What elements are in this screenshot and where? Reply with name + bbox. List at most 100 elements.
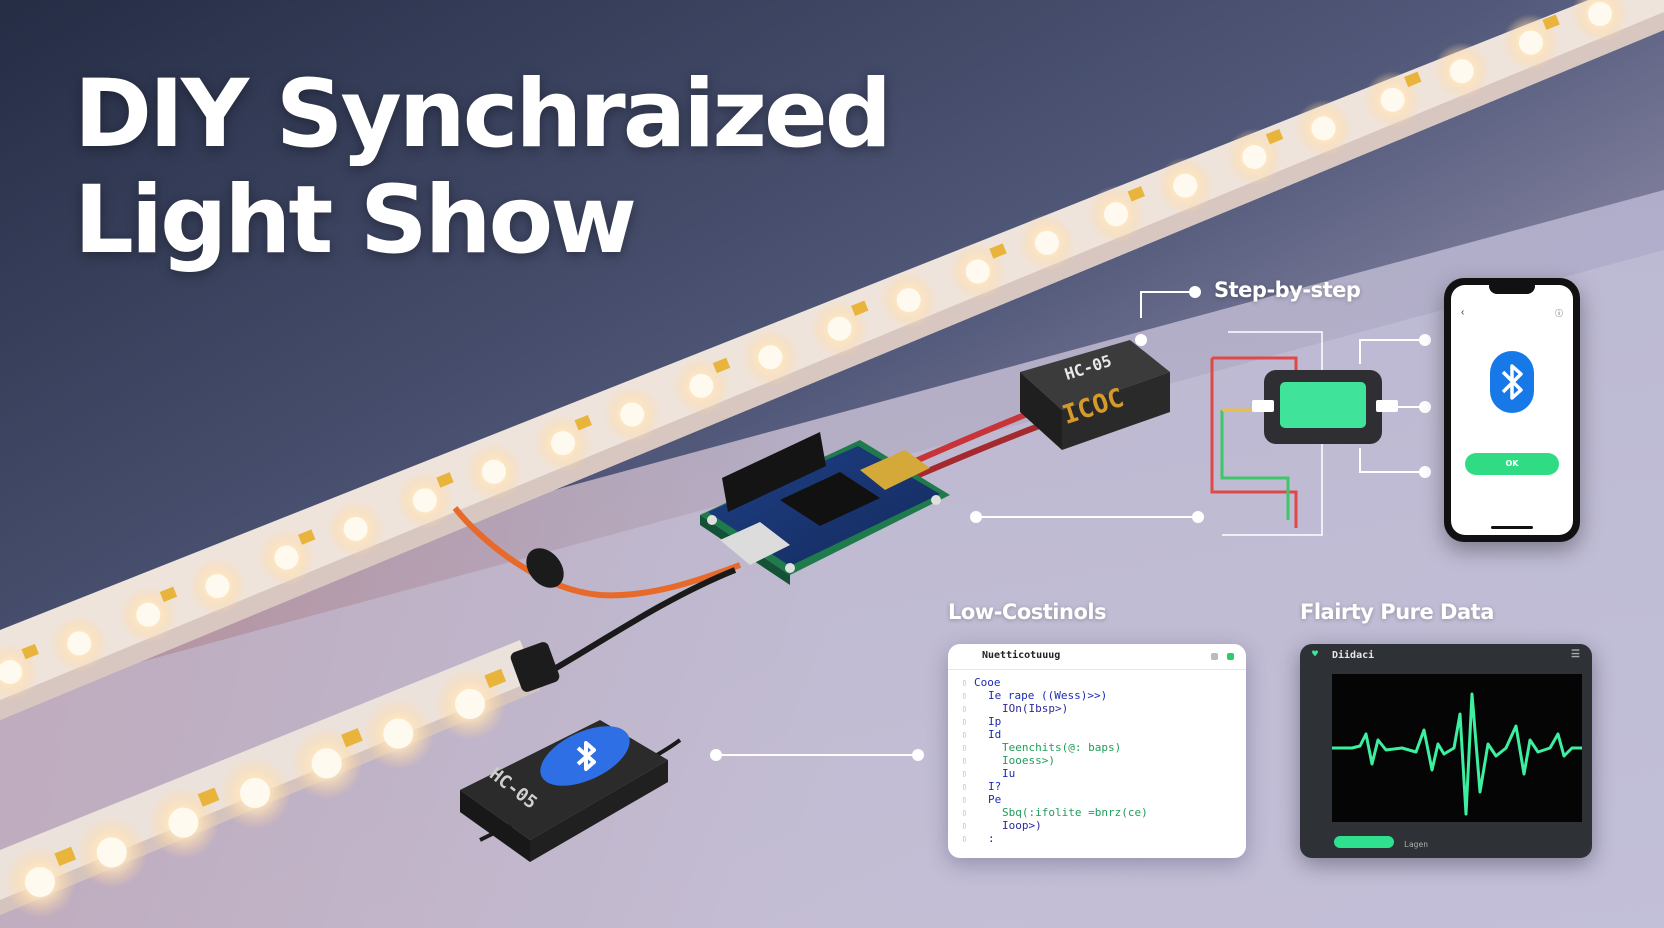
code-editor-panel: Nuetticotuuug ▯ Cooe ▯ Ie rape ((Wess)>>) ▯ I…	[948, 644, 1246, 858]
led-resistor	[341, 728, 363, 748]
led	[689, 373, 714, 398]
schematic-diagram	[710, 286, 1431, 761]
led	[1311, 116, 1336, 141]
led	[412, 488, 437, 513]
code-text: Ip	[988, 715, 1002, 728]
line-marker-icon: ▯	[962, 717, 967, 726]
smartphone: ‹ ⓘ OK	[1444, 278, 1580, 542]
led	[136, 602, 161, 627]
bluetooth-icon-phone	[1490, 351, 1534, 413]
led	[455, 689, 485, 719]
led-resistor	[298, 529, 316, 545]
connect-button[interactable]: OK	[1465, 453, 1559, 475]
code-text: IOn(Ibsp>)	[1002, 702, 1069, 715]
page-title: DIY Synchraized Light Show	[74, 62, 892, 275]
editor-window-icon	[1211, 653, 1218, 660]
info-icon[interactable]: ⓘ	[1555, 309, 1563, 318]
led-resistor	[1127, 186, 1145, 202]
line-marker-icon: ▯	[962, 678, 967, 687]
code-text: Sbq(:ifolite =bnrz(ce)	[1002, 806, 1148, 819]
led-resistor	[574, 414, 592, 431]
led-resistor	[21, 643, 39, 660]
code-text: Id	[988, 728, 1002, 741]
phone-notch	[1489, 285, 1535, 294]
led-resistor	[159, 586, 178, 603]
code-editor-title: Nuetticotuuug	[982, 650, 1061, 661]
scope-footer-text: Lagen	[1404, 840, 1429, 849]
code-text: Iu	[1002, 767, 1016, 780]
led	[343, 516, 368, 541]
led-resistor	[484, 668, 507, 689]
controller-box	[1020, 340, 1170, 450]
waveform-display	[1332, 674, 1582, 822]
led	[827, 316, 852, 341]
led	[67, 631, 92, 656]
phone-screen: ‹ ⓘ OK	[1451, 285, 1573, 535]
led	[274, 545, 299, 570]
led-resistor	[1404, 71, 1422, 88]
led-resistor	[436, 472, 454, 488]
led	[1380, 87, 1405, 112]
line-marker-icon: ▯	[962, 834, 967, 843]
line-marker-icon: ▯	[962, 795, 967, 804]
line-marker-icon: ▯	[962, 769, 967, 778]
led	[25, 867, 55, 897]
led	[1034, 230, 1059, 255]
code-text: :	[988, 832, 995, 845]
led	[0, 660, 22, 684]
editor-status-icon	[1227, 653, 1234, 660]
led	[481, 459, 506, 484]
led	[758, 345, 783, 370]
led-resistor	[851, 300, 869, 316]
led	[620, 402, 645, 427]
led-lights-upper	[0, 0, 1629, 701]
title-line-2: Light Show	[74, 166, 637, 275]
pure-data-header: ♥ Diidaci ☰	[1300, 644, 1592, 668]
led	[1173, 173, 1198, 198]
led-resistor	[1542, 14, 1560, 30]
back-icon[interactable]: ‹	[1461, 307, 1465, 318]
code-text: Pe	[988, 793, 1002, 806]
led	[896, 288, 921, 313]
led	[240, 778, 270, 808]
bluetooth-module	[460, 720, 668, 862]
heart-icon: ♥	[1312, 649, 1319, 660]
led	[965, 259, 990, 284]
line-marker-icon: ▯	[962, 821, 967, 830]
line-marker-icon: ▯	[962, 743, 967, 752]
line-marker-icon: ▯	[962, 730, 967, 739]
led-lights-lower	[4, 668, 507, 918]
pure-data-label: Flairty Pure Data	[1300, 600, 1494, 624]
led-resistor	[1265, 128, 1284, 145]
bluetooth-icon	[566, 736, 606, 776]
microcontroller-board	[700, 432, 950, 585]
low-cost-label: Low-Costinols	[948, 600, 1107, 624]
led	[1104, 202, 1129, 227]
led	[168, 807, 199, 838]
pure-data-title: Diidaci	[1332, 650, 1375, 661]
line-marker-icon: ▯	[962, 704, 967, 713]
line-marker-icon: ▯	[962, 691, 967, 700]
pure-data-panel: ♥ Diidaci ☰ Lagen	[1300, 644, 1592, 858]
line-marker-icon: ▯	[962, 808, 967, 817]
led-resistor	[989, 243, 1007, 259]
led	[311, 748, 342, 779]
code-text: Ie rape ((Wess)>>)	[988, 689, 1108, 702]
menu-icon[interactable]: ☰	[1571, 649, 1580, 660]
led	[1588, 2, 1612, 26]
home-indicator	[1491, 526, 1533, 529]
led	[96, 837, 127, 868]
code-text: Ioop>)	[1002, 819, 1042, 832]
led	[1518, 30, 1543, 55]
led	[383, 718, 414, 749]
code-text: Cooe	[974, 676, 1001, 689]
led-resistor	[197, 787, 220, 807]
code-editor-header: Nuetticotuuug	[948, 644, 1246, 670]
led-resistor	[54, 846, 77, 867]
led	[205, 574, 230, 599]
run-toggle[interactable]	[1334, 836, 1394, 848]
code-text: Iooess>)	[1002, 754, 1055, 767]
led	[1242, 145, 1267, 170]
led	[1449, 59, 1474, 84]
